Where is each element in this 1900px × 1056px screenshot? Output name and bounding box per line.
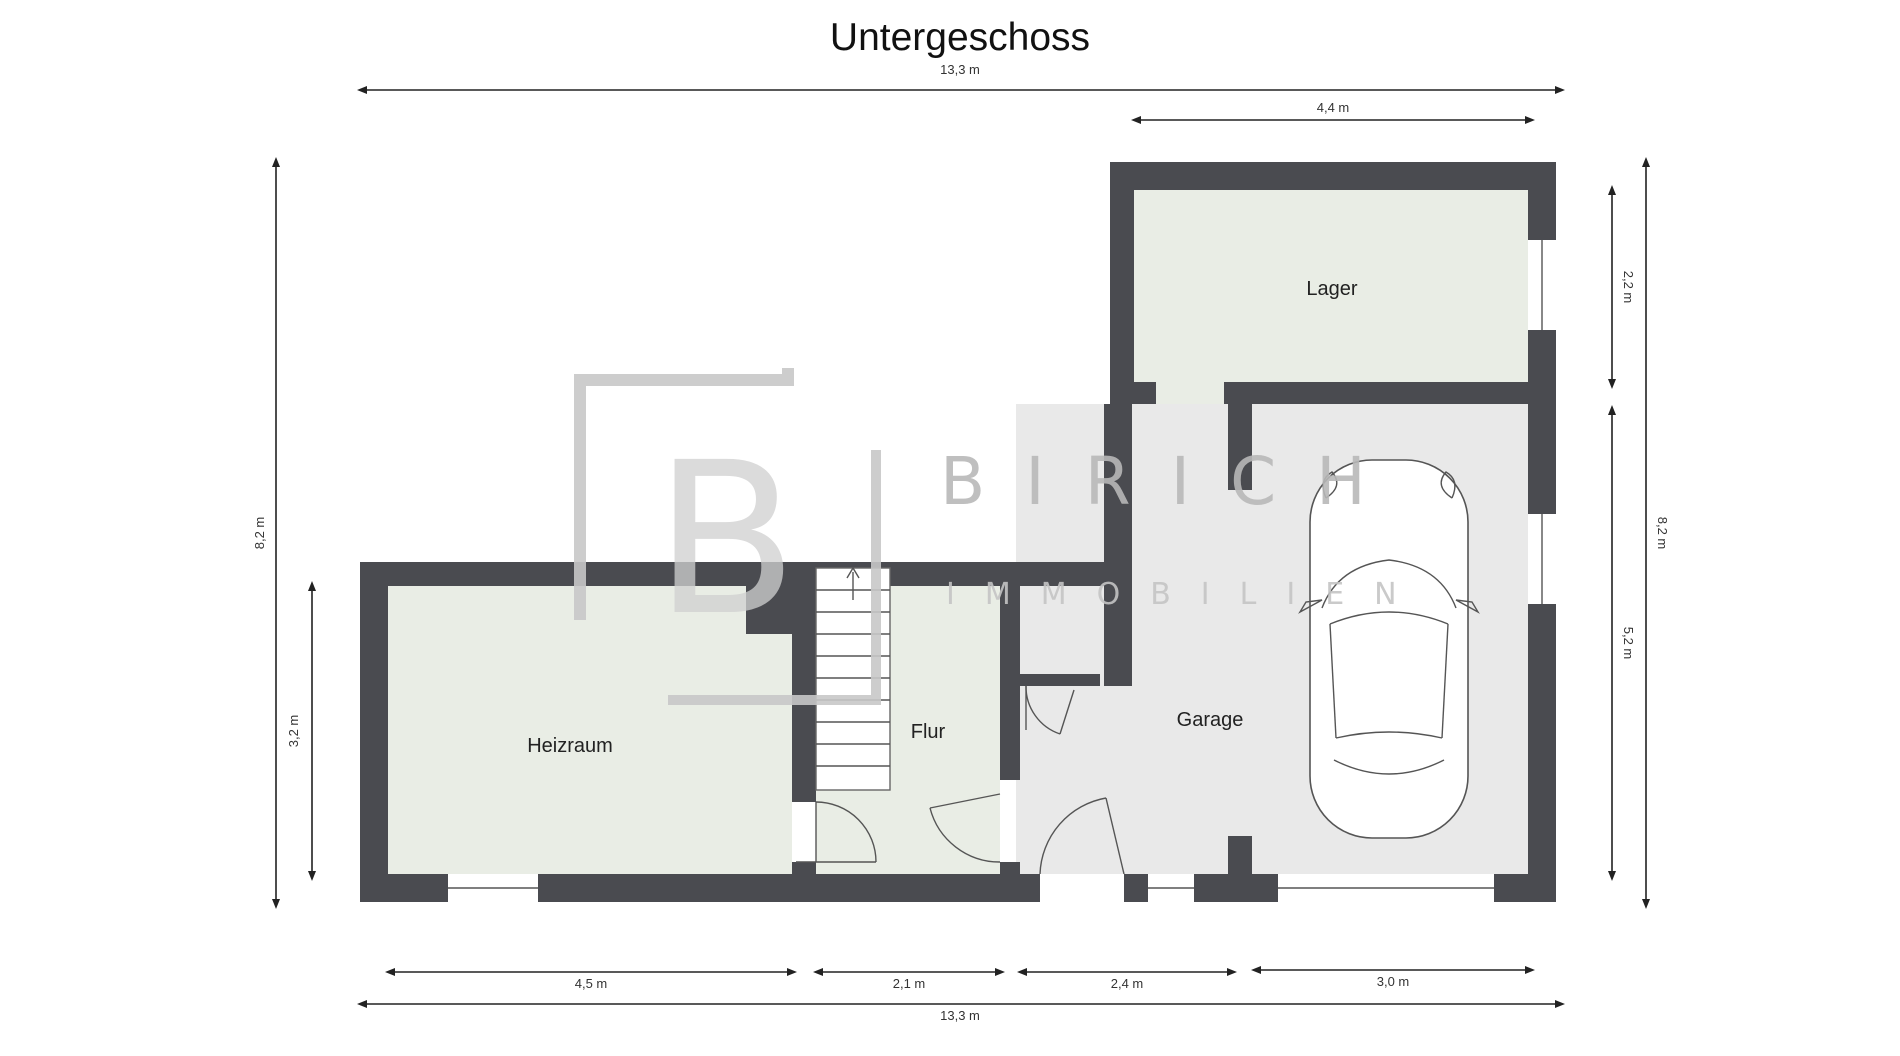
dim-label-right-total: 8,2 m: [1655, 517, 1670, 550]
car-symbol: [1298, 459, 1480, 839]
room-label-flur: Flur: [911, 721, 946, 743]
room-label-lager: Lager: [1306, 278, 1357, 300]
windows: [448, 240, 1556, 902]
dim-label-right-upper: 2,2 m: [1621, 271, 1636, 304]
dim-label-bottom-1: 4,5 m: [575, 976, 608, 991]
dim-label-right-lower: 5,2 m: [1621, 627, 1636, 660]
dim-label-left-total: 8,2 m: [252, 517, 267, 550]
dim-label-bottom-total: 13,3 m: [940, 1008, 980, 1023]
room-label-garage: Garage: [1177, 709, 1244, 731]
watermark-word: BIRICH: [940, 443, 1406, 520]
doors: [796, 685, 1125, 875]
dim-label-bottom-2: 2,1 m: [893, 976, 926, 991]
dimension-lines: [272, 86, 1650, 1008]
watermark-letter: B: [654, 417, 798, 662]
dim-label-top-total: 13,3 m: [940, 62, 980, 77]
watermark-logo: B BIRICH IMMOBILIEN: [574, 368, 1427, 705]
dim-label-bottom-4: 3,0 m: [1377, 974, 1410, 989]
dim-label-top-right: 4,4 m: [1317, 100, 1350, 115]
room-label-heizraum: Heizraum: [527, 735, 613, 757]
plan-title: Untergeschoss: [830, 16, 1090, 59]
dim-label-bottom-3: 2,4 m: [1111, 976, 1144, 991]
floor-heizraum: [388, 584, 792, 874]
dim-label-left-room: 3,2 m: [286, 715, 301, 748]
floor-lager: [1134, 190, 1528, 404]
watermark-sub: IMMOBILIEN: [946, 577, 1427, 612]
